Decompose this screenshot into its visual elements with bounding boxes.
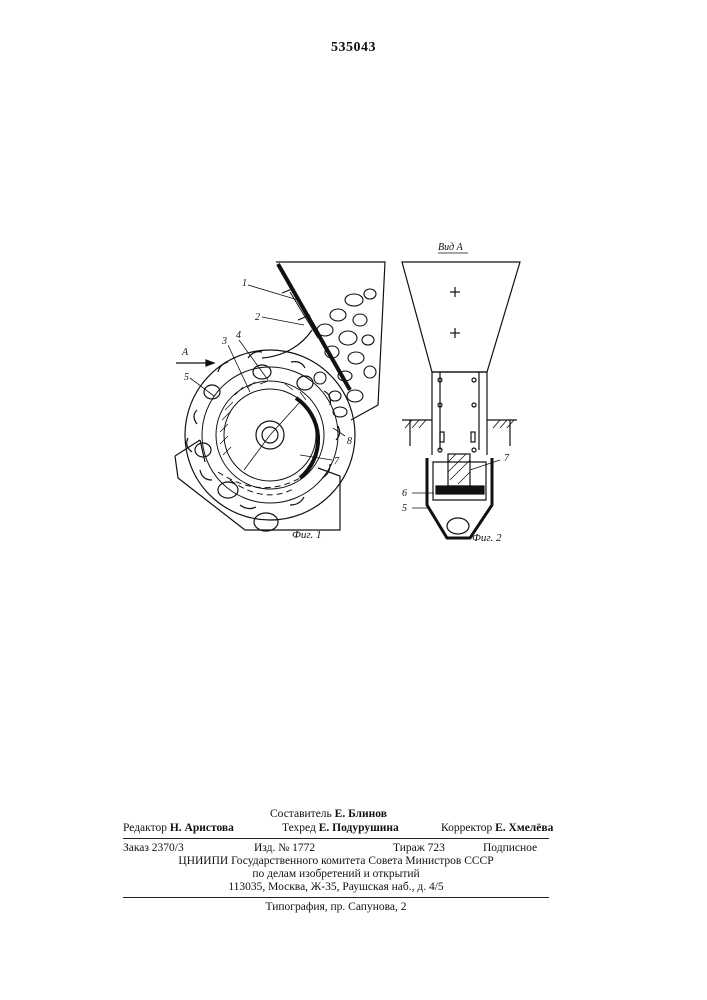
compiler-name: Е. Блинов (335, 808, 387, 820)
fig1-arrow-label: A (181, 347, 189, 358)
fig1-label-7: 7 (334, 456, 340, 467)
techred-name: Е. Подурушина (319, 822, 399, 834)
corrector-name: Е. Хмелёва (495, 822, 553, 834)
corrector-role: Корректор (441, 822, 492, 834)
org-line-2: по делам изобретений и открытий (123, 868, 549, 880)
fig1-caption: Фиг. 1 (292, 529, 322, 541)
fig2-caption: Фиг. 2 (472, 532, 502, 544)
fig2-view-label: Вид А (438, 242, 464, 253)
imprint-rule-top (123, 838, 549, 839)
print-run: Тираж 723 (393, 842, 445, 854)
imprint-rule-bottom (123, 897, 549, 898)
techred-role: Техред (282, 822, 316, 834)
editor-name: Н. Аристова (170, 822, 234, 834)
figure-2-drawing (402, 253, 520, 538)
fig1-label-3: 3 (221, 336, 227, 347)
fig1-label-8: 8 (347, 436, 352, 447)
fig1-label-2: 2 (255, 312, 260, 323)
editor-role: Редактор (123, 822, 167, 834)
subscription: Подписное (483, 842, 537, 854)
figure-1-drawing (175, 262, 385, 531)
techred-line: Техред Е. Подурушина (282, 822, 399, 834)
fig2-label-6: 6 (402, 488, 407, 499)
fig2-label-5: 5 (402, 503, 407, 514)
fig1-label-4: 4 (236, 330, 241, 341)
address-line: 113035, Москва, Ж-35, Раушская наб., д. … (123, 881, 549, 893)
org-line-1: ЦНИИПИ Государственного комитета Совета … (123, 855, 549, 867)
compiler-role: Составитель (270, 808, 332, 820)
edition-number: Изд. № 1772 (254, 842, 315, 854)
fig2-label-7: 7 (504, 453, 510, 464)
order-number: Заказ 2370/3 (123, 842, 184, 854)
compiler-line: Составитель Е. Блинов (270, 808, 387, 820)
editor-line: Редактор Н. Аристова (123, 822, 234, 834)
fig1-label-5: 5 (184, 372, 189, 383)
fig1-label-1: 1 (242, 278, 247, 289)
corrector-line: Корректор Е. Хмелёва (441, 822, 553, 834)
printing-house: Типография, пр. Сапунова, 2 (123, 901, 549, 913)
